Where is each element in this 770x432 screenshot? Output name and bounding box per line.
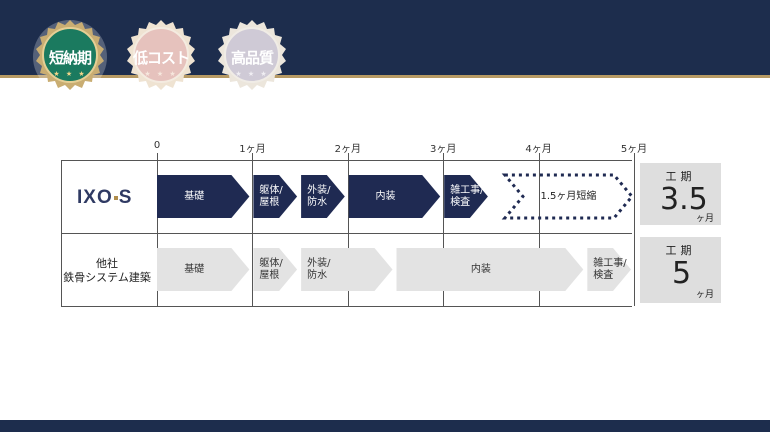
result-value: 5 xyxy=(672,256,692,291)
gantt-bar-label: 雑工事/ 検査 xyxy=(450,184,484,208)
gantt-bar xyxy=(157,248,250,291)
gantt-bar-label: 基礎 xyxy=(184,263,205,275)
tick-label: 1ヶ月 xyxy=(239,144,266,155)
result-unit: ヶ月 xyxy=(696,214,715,224)
tick-label: 2ヶ月 xyxy=(334,144,361,155)
badge-label: 高品質 xyxy=(230,49,274,67)
badge-high-quality: 高品質 ★ ★ ★ xyxy=(213,18,291,96)
tick-line xyxy=(348,153,349,306)
row-divider xyxy=(61,160,632,161)
gantt-bar xyxy=(157,175,250,218)
result-box-ixois: 工期 3.5 ヶ月 xyxy=(640,163,721,225)
badge-stars: ★ ★ ★ xyxy=(53,70,87,78)
badge-low-cost: 低コスト ★ ★ ★ xyxy=(122,18,200,96)
gantt-bar xyxy=(348,175,441,218)
badge-stars: ★ ★ ★ xyxy=(144,70,178,78)
gantt-bar-label: 躯体/ 屋根 xyxy=(259,184,283,208)
gantt-bar-label: 内装 xyxy=(375,190,396,202)
tick-label: 3ヶ月 xyxy=(430,144,457,155)
logo-dot-icon xyxy=(113,196,118,200)
tick-line xyxy=(252,153,253,306)
tick-line xyxy=(443,153,444,306)
tick-label: 5ヶ月 xyxy=(620,144,648,155)
footer-band xyxy=(0,420,770,432)
badge-label: 短納期 xyxy=(48,49,92,67)
gantt-bar-label: 基礎 xyxy=(184,190,205,202)
badge-short-term: 短納期 ★ ★ ★ xyxy=(31,18,109,96)
rosette-icon xyxy=(127,20,195,90)
row-divider xyxy=(61,306,632,307)
result-title: 工期 xyxy=(665,244,696,257)
result-unit: ヶ月 xyxy=(696,290,715,300)
tick-line xyxy=(634,153,635,306)
tick-label: 4ヶ月 xyxy=(525,144,552,155)
logo-letter: S xyxy=(118,187,133,208)
rosette-icon xyxy=(33,20,107,94)
badge-stars: ★ ★ ★ xyxy=(235,70,269,78)
gantt-bar xyxy=(253,175,298,218)
tick-label: 0 xyxy=(153,140,161,151)
row-divider xyxy=(61,233,632,234)
gantt-bar xyxy=(587,248,631,291)
shortened-period-label: 1.5ヶ月短縮 xyxy=(540,190,597,202)
result-value: 3.5 xyxy=(660,182,708,217)
logo-letter: O xyxy=(96,187,113,208)
gantt-bar-label: 外装/ 防水 xyxy=(307,257,331,281)
gantt-bar xyxy=(301,248,393,291)
logo-letter: I xyxy=(77,187,84,208)
logo-letter: X xyxy=(83,187,97,208)
gantt-bar xyxy=(444,175,488,218)
header-gold-stripe xyxy=(0,75,770,78)
gantt-bar-label: 雑工事/ 検査 xyxy=(593,257,627,281)
row-label-other: 他社 鉄骨システム建築 xyxy=(63,257,151,284)
ixois-logo: I X O S xyxy=(77,187,132,209)
badge-label: 低コスト xyxy=(132,49,190,67)
result-title: 工期 xyxy=(665,170,696,183)
shortened-period-outline xyxy=(501,173,634,220)
gantt-bar xyxy=(301,175,345,218)
gantt-bar xyxy=(253,248,298,291)
gantt-bar-label: 外装/ 防水 xyxy=(307,184,331,208)
tick-line xyxy=(539,153,540,306)
gantt-bar-label: 躯体/ 屋根 xyxy=(259,257,283,281)
rosette-icon xyxy=(218,20,286,90)
header-band xyxy=(0,0,770,75)
gantt-bar-label: 内装 xyxy=(470,263,491,275)
result-box-other: 工期 5 ヶ月 xyxy=(640,237,721,303)
tick-line xyxy=(157,153,158,306)
gantt-bar xyxy=(396,248,584,291)
